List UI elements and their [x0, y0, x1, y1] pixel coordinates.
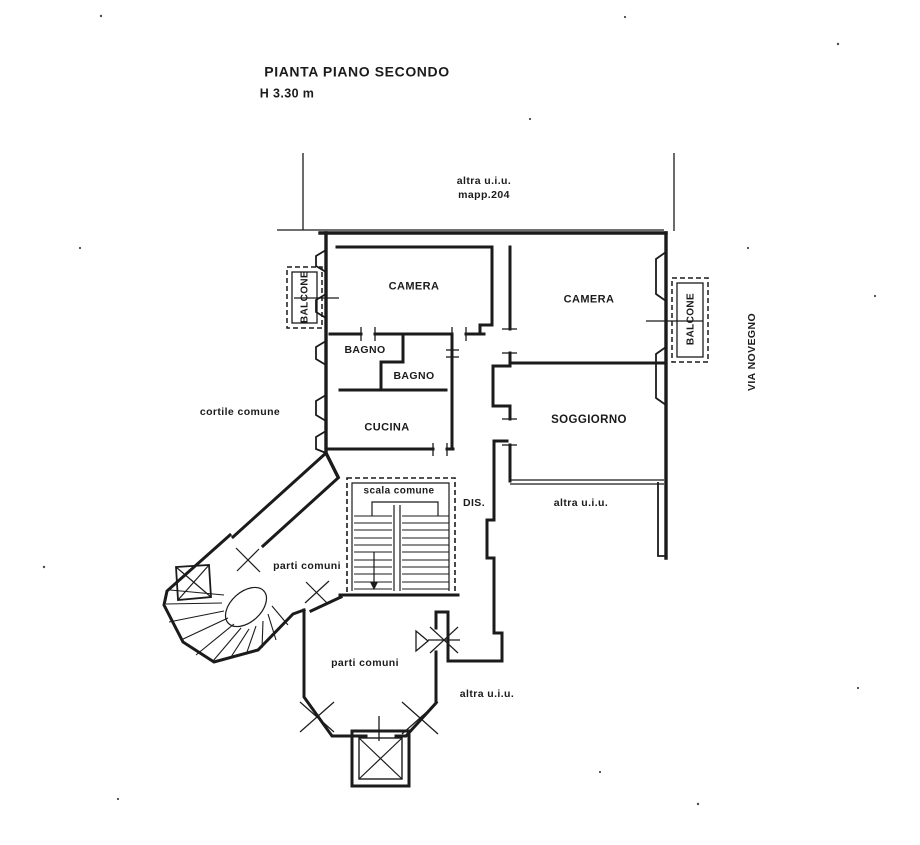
winding-stair: [165, 564, 289, 662]
room-label-disimpegno: DIS.: [462, 496, 486, 509]
scan-noise: [42, 14, 877, 806]
street-label-via-novegno: VIA NOVEGNO: [745, 312, 758, 392]
wall-pilasters: [315, 249, 667, 557]
room-label-camera-right: CAMERA: [563, 293, 615, 306]
common-staircase: [346, 477, 456, 596]
interior-walls: [162, 245, 668, 738]
door-leaf-triangle: [415, 629, 430, 653]
area-label-parti-comuni-upper: parti comuni: [273, 559, 341, 572]
room-label-soggiorno: SOGGIORNO: [551, 414, 627, 427]
adjacent-unit-note-bottom: altra u.i.u.: [459, 687, 515, 700]
room-label-balcone-right: BALCONE: [685, 292, 697, 346]
window-cross-marks: [235, 547, 459, 735]
plan-title: PIANTA PIANO SECONDO: [264, 63, 450, 80]
area-label-cortile-comune: cortile comune: [199, 405, 281, 418]
balcony-right: [671, 277, 709, 363]
adjacent-unit-note-right: altra u.i.u.: [553, 496, 609, 509]
room-label-bagno-upper: BAGNO: [344, 343, 386, 356]
room-label-cucina: CUCINA: [364, 421, 410, 434]
adjacent-unit-note-line1: altra u.i.u.: [456, 174, 512, 187]
door-marks: [294, 297, 703, 741]
property-boundary-lines: [277, 153, 675, 231]
adjacent-unit-note-line2: mapp.204: [458, 189, 510, 201]
area-label-parti-comuni-lower: parti comuni: [331, 656, 399, 669]
adjacent-unit-note-top: altra u.i.u. mapp.204: [457, 174, 511, 202]
unit-separation-lines: [510, 479, 664, 485]
ceiling-height-note: H 3.30 m: [259, 86, 315, 101]
room-label-camera-left: CAMERA: [388, 280, 440, 293]
room-label-bagno-lower: BAGNO: [393, 369, 435, 382]
area-label-scala-comune: scala comune: [363, 485, 435, 497]
room-label-balcone-left: BALCONE: [299, 270, 311, 324]
elevator-shaft: [350, 729, 411, 788]
